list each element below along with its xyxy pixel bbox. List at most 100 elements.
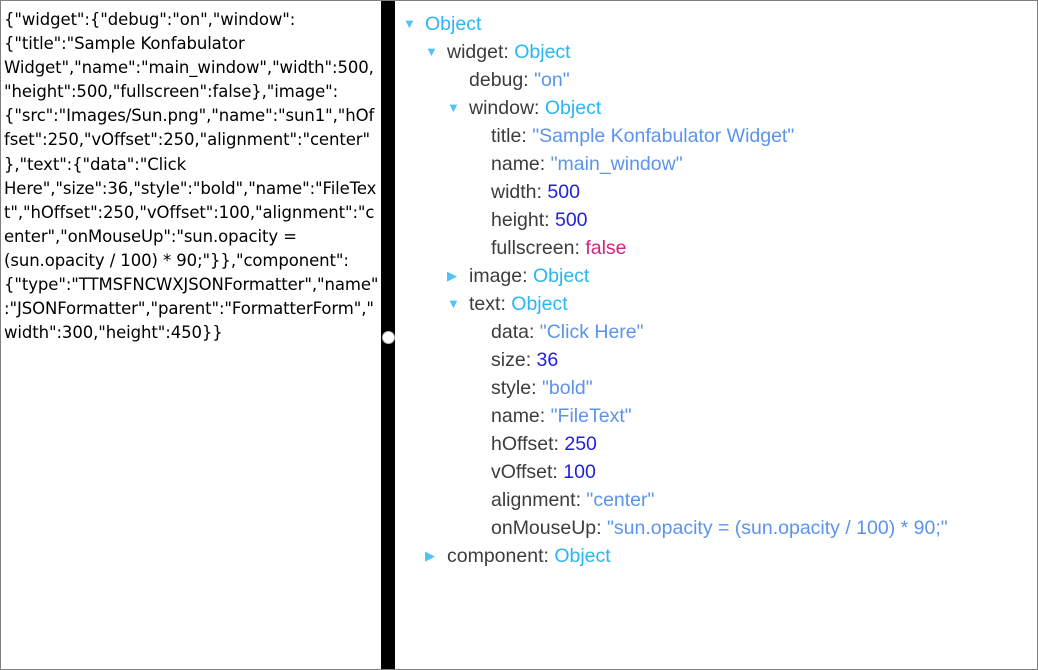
tree-indent-spacer: [469, 430, 491, 458]
json-tree-row[interactable]: ▼widget: Object: [395, 38, 1037, 66]
json-tree-key: data: [491, 321, 529, 343]
json-tree-value: Object: [532, 265, 590, 287]
tree-indent-spacer: [469, 374, 491, 402]
triangle-right-icon[interactable]: ▶: [447, 267, 457, 283]
json-tree-key: vOffset: [491, 461, 553, 483]
json-tree-separator: :: [552, 461, 564, 483]
tree-indent-spacer: [469, 150, 491, 178]
triangle-down-icon[interactable]: ▼: [447, 99, 460, 115]
json-tree-row[interactable]: vOffset: 100: [395, 458, 1037, 486]
json-tree-row[interactable]: title: "Sample Konfabulator Widget": [395, 122, 1037, 150]
json-tree-value: 500: [554, 209, 588, 231]
json-tree-separator: :: [543, 545, 555, 567]
json-tree-value: 250: [564, 433, 597, 455]
json-tree-key: image: [469, 265, 523, 287]
json-tree-key: style: [491, 377, 532, 399]
json-tree-separator: :: [525, 349, 537, 371]
tree-indent-spacer: [469, 486, 491, 514]
json-tree-row[interactable]: ▼window: Object: [395, 94, 1037, 122]
tree-indent-spacer: [469, 234, 491, 262]
json-tree-row[interactable]: ▶ image: Object: [395, 262, 1037, 290]
json-tree-separator: :: [536, 181, 548, 203]
json-tree-value: "FileText": [550, 405, 632, 427]
json-tree-row[interactable]: onMouseUp: "sun.opacity = (sun.opacity /…: [395, 514, 1037, 542]
json-tree-separator: :: [522, 265, 533, 287]
json-tree-key: component: [447, 545, 544, 567]
json-tree-row[interactable]: style: "bold": [395, 374, 1037, 402]
json-tree-row[interactable]: hOffset: 250: [395, 430, 1037, 458]
tree-indent-spacer: [469, 402, 491, 430]
json-tree-key: text: [469, 293, 501, 315]
json-tree-separator: :: [539, 405, 551, 427]
triangle-down-icon[interactable]: ▼: [447, 295, 460, 311]
json-tree-rows: ▼Object▼widget: Object debug: "on"▼windo…: [395, 10, 1037, 570]
json-tree-key: debug: [469, 69, 524, 91]
json-tree-key: name: [491, 153, 540, 175]
json-tree-separator: :: [503, 41, 515, 63]
json-tree-key: hOffset: [491, 433, 554, 455]
json-tree-row[interactable]: data: "Click Here": [395, 318, 1037, 346]
json-tree-row[interactable]: name: "FileText": [395, 402, 1037, 430]
json-tree-row[interactable]: ▼ Object: [395, 10, 1037, 38]
json-tree-key: name: [491, 405, 540, 427]
json-tree-separator: :: [574, 237, 586, 259]
json-tree-separator: :: [521, 125, 533, 147]
json-tree-value: "main_window": [550, 153, 683, 175]
json-tree-key: height: [491, 209, 545, 231]
json-tree-key: onMouseUp: [491, 517, 597, 539]
json-tree-row[interactable]: size: 36: [395, 346, 1037, 374]
triangle-right-icon[interactable]: ▶: [425, 547, 435, 563]
tree-indent-spacer: [469, 346, 491, 374]
json-tree-separator: :: [523, 69, 535, 91]
json-tree-value: Object: [544, 97, 602, 119]
raw-json-text: {"widget":{"debug":"on","window":{"title…: [4, 10, 379, 343]
triangle-down-icon[interactable]: ▼: [403, 15, 416, 31]
json-tree-value: Object: [425, 13, 482, 35]
json-tree-row[interactable]: name: "main_window": [395, 150, 1037, 178]
json-tree-value: false: [585, 237, 627, 259]
tree-indent-spacer: [469, 318, 491, 346]
json-tree-row[interactable]: debug: "on": [395, 66, 1037, 94]
json-tree-value: 36: [536, 349, 559, 371]
json-tree-panel[interactable]: ▼Object▼widget: Object debug: "on"▼windo…: [395, 1, 1037, 669]
triangle-down-icon[interactable]: ▼: [425, 43, 438, 59]
json-tree-row[interactable]: height: 500: [395, 206, 1037, 234]
tree-indent-spacer: [469, 122, 491, 150]
tree-indent-spacer: [469, 458, 491, 486]
tree-indent-spacer: [469, 514, 491, 542]
tree-indent-spacer: [447, 66, 469, 94]
json-tree-value: Object: [554, 545, 611, 567]
json-tree-separator: :: [531, 377, 542, 399]
raw-json-panel[interactable]: {"widget":{"debug":"on","window":{"title…: [1, 1, 381, 669]
json-tree-value: "center": [586, 489, 655, 511]
json-tree-separator: :: [500, 293, 512, 315]
json-tree-value: Object: [514, 41, 571, 63]
json-tree-key: fullscreen: [491, 237, 575, 259]
json-tree-value: 100: [563, 461, 596, 483]
json-tree-key: alignment: [491, 489, 576, 511]
json-tree-row[interactable]: ▶ component: Object: [395, 542, 1037, 570]
json-tree-value: 500: [547, 181, 580, 203]
json-tree-value: "sun.opacity = (sun.opacity / 100) * 90;…: [607, 517, 948, 539]
json-tree-row[interactable]: alignment: "center": [395, 486, 1037, 514]
splitter-grip-handle[interactable]: [382, 331, 394, 343]
json-tree-value: Object: [511, 293, 568, 315]
json-tree-value: "bold": [541, 377, 593, 399]
json-tree-row[interactable]: fullscreen: false: [395, 234, 1037, 262]
tree-indent-spacer: [469, 178, 491, 206]
tree-indent-spacer: [469, 206, 491, 234]
json-tree-key: window: [469, 97, 535, 119]
json-tree-value: "Click Here": [539, 321, 644, 343]
panel-splitter[interactable]: [381, 1, 395, 669]
json-tree-separator: :: [553, 433, 565, 455]
json-tree-separator: :: [539, 153, 551, 175]
json-tree-key: width: [491, 181, 537, 203]
json-tree-separator: :: [575, 489, 587, 511]
json-tree-value: "Sample Konfabulator Widget": [532, 125, 795, 147]
json-tree-separator: :: [528, 321, 540, 343]
json-tree-row[interactable]: ▼ text: Object: [395, 290, 1037, 318]
json-tree-value: "on": [534, 69, 570, 91]
json-tree-key: size: [491, 349, 526, 371]
json-tree-row[interactable]: width: 500: [395, 178, 1037, 206]
json-tree-separator: :: [544, 209, 555, 231]
